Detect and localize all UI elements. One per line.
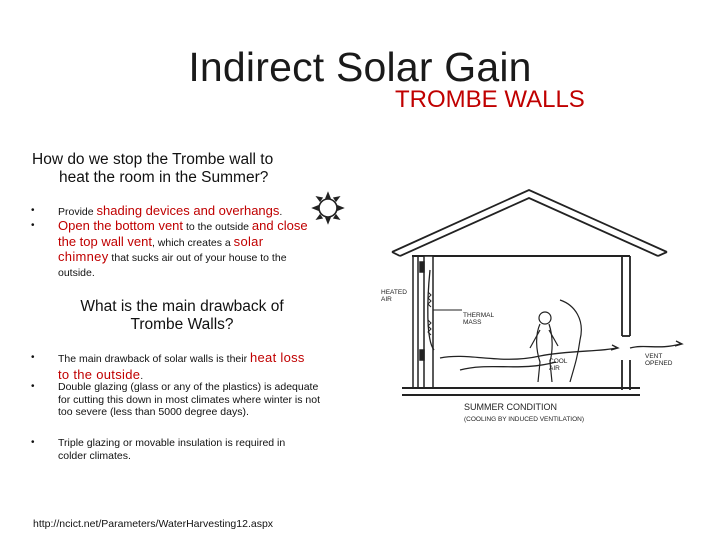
roof-outline xyxy=(391,189,668,257)
bullet-text: Double glazing (glass or any of the plas… xyxy=(58,381,321,418)
bullet-triple-glazing: • Triple glazing or movable insulation i… xyxy=(31,437,308,462)
bullet-drawback: • The main drawback of solar walls is th… xyxy=(31,350,318,384)
airflow-arrows xyxy=(427,269,684,371)
bullet-vents: • Open the bottom vent to the outside an… xyxy=(31,218,308,280)
highlight-text: Open the bottom vent xyxy=(58,218,184,233)
label-thermal-mass-1: THERMAL xyxy=(463,312,494,319)
bullet-text: . xyxy=(140,370,144,382)
bullet-text: , which creates a xyxy=(151,236,234,249)
bullet-marker: • xyxy=(31,205,35,216)
label-vent-1: VENT xyxy=(645,353,662,360)
question-1-line-2: heat the room in the Summer? xyxy=(59,169,269,186)
question-1: How do we stop the Trombe wall to heat t… xyxy=(32,151,322,187)
question-1-line-1: How do we stop the Trombe wall to xyxy=(32,151,274,168)
source-link[interactable]: http://ncict.net/Parameters/WaterHarvest… xyxy=(33,518,274,530)
bullet-text: Provide xyxy=(58,206,97,218)
slide-subtitle: TROMBE WALLS xyxy=(395,86,585,113)
trombe-wall-diagram: HEATED AIR THERMAL MASS COOL AIR VENT OP… xyxy=(311,189,684,423)
highlight-text: solar chimney xyxy=(58,233,264,264)
bullet-marker: • xyxy=(31,220,35,231)
highlight-text: heat loss to the outside xyxy=(58,350,305,382)
label-cool-air-1: COOL xyxy=(549,358,568,365)
bullet-double-glazing: • Double glazing (glass or any of the pl… xyxy=(31,381,328,419)
label-heated-air-2: AIR xyxy=(381,296,392,303)
person-figure xyxy=(529,299,582,383)
diagram-subcaption: (COOLING BY INDUCED VENTILATION) xyxy=(464,416,584,423)
question-2: What is the main drawback of Trombe Wall… xyxy=(80,298,284,333)
highlight-text: and close the top wall vent xyxy=(58,218,308,249)
sun-icon xyxy=(311,191,345,225)
label-vent-2: OPENED xyxy=(645,360,673,367)
bullet-marker: • xyxy=(31,437,35,448)
label-cool-air-2: AIR xyxy=(549,365,560,372)
bullet-text: . xyxy=(279,206,283,218)
bullet-marker: • xyxy=(31,381,35,392)
right-wall xyxy=(621,256,631,390)
diagram-caption: SUMMER CONDITION xyxy=(464,402,557,412)
bullet-text: that sucks air out of your house to the … xyxy=(58,252,287,279)
highlight-text: shading devices and overhangs xyxy=(96,203,280,218)
bullet-text: Triple glazing or movable insulation is … xyxy=(58,437,286,462)
slide-title: Indirect Solar Gain xyxy=(188,44,532,90)
label-heated-air-1: HEATED xyxy=(381,289,407,296)
label-thermal-mass-2: MASS xyxy=(463,319,482,326)
bullet-text: The main drawback of solar walls is thei… xyxy=(58,353,250,365)
bullet-text: to the outside xyxy=(183,221,252,233)
bullet-shading: • Provide shading devices and overhangs. xyxy=(31,203,308,219)
floor xyxy=(402,387,640,396)
bullet-marker: • xyxy=(31,352,35,363)
